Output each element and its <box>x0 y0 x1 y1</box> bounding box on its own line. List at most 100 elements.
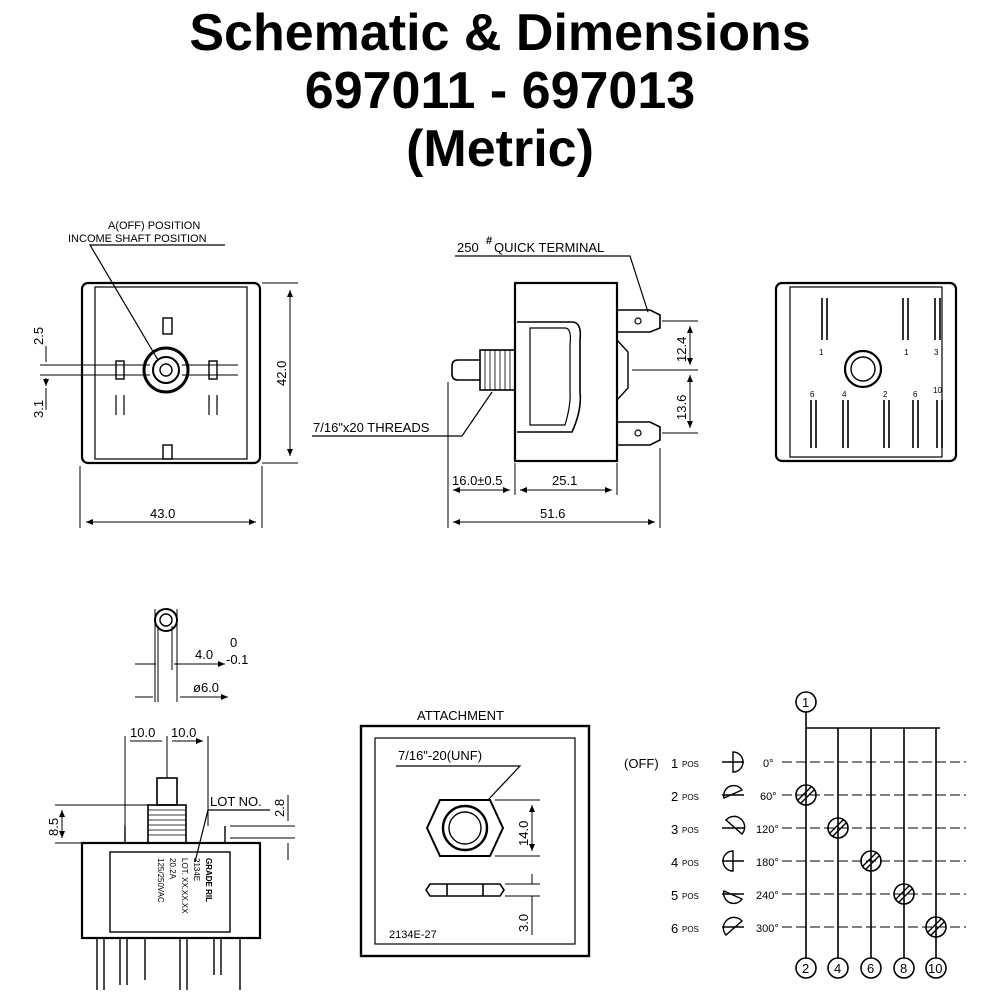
position-1-unit: POS <box>682 760 699 769</box>
lower-side-view: 10.0 10.0 8.5 LOT NO. 2.8 GRADE RIL 2134… <box>46 725 295 990</box>
title-line-1: Schematic & Dimensions <box>189 4 811 62</box>
lower-label-text: GRADE RIL 2134E LOT. XX.XX.XX 20.2A 125/… <box>156 858 213 914</box>
position-3-knob-icon <box>722 815 746 835</box>
front-slot-right <box>208 360 218 380</box>
lower-bushing <box>147 804 187 844</box>
dim-10-ext <box>124 736 209 826</box>
bottom-terminal-10-label: 10 <box>928 961 942 976</box>
contact-pos5 <box>893 883 915 905</box>
position-4-num: 4 <box>671 855 678 870</box>
shaft-detail: 4.0 0 -0.1 ø6.0 <box>135 608 248 702</box>
bottom-terminal-4-label: 4 <box>834 961 841 976</box>
rear-terminals-bottom <box>810 400 943 448</box>
dim-2-8-label: 2.8 <box>272 799 287 817</box>
lower-bushing-threads <box>148 809 186 836</box>
dim-10b-label: 10.0 <box>171 725 196 740</box>
dim-3-1-label: 3.1 <box>31 400 46 418</box>
position-1-angle: 0° <box>763 758 774 770</box>
rear-inner-outline <box>789 286 943 458</box>
lower-top-pins <box>124 826 226 843</box>
position-4-angle: 180° <box>756 857 779 869</box>
schematic-grid-rows <box>782 761 966 928</box>
attachment-nut-outer <box>441 804 489 852</box>
front-shaft-outer <box>142 346 190 394</box>
position-4-unit: POS <box>682 859 699 868</box>
bottom-terminal-2 <box>795 957 817 979</box>
lower-pins <box>96 938 241 990</box>
dim-42-label: 42.0 <box>274 361 289 386</box>
bottom-terminal-8-label: 8 <box>900 961 907 976</box>
position-1-prefix: (OFF) <box>624 756 659 771</box>
dim-2-8-ext <box>230 825 295 839</box>
dim-2-5-label: 2.5 <box>31 327 46 345</box>
terminal-label-sup: # <box>486 235 492 247</box>
attachment-heading: ATTACHMENT <box>417 708 504 723</box>
contact-pos2 <box>795 784 817 806</box>
position-5-num: 5 <box>671 888 678 903</box>
position-6-unit: POS <box>682 925 699 934</box>
side-terminal-bot-hole <box>634 429 642 437</box>
schematic-grid-top <box>805 712 940 729</box>
position-5-angle: 240° <box>756 890 779 902</box>
position-3-num: 3 <box>671 822 678 837</box>
rear-label-bot-3: 2 <box>883 390 888 399</box>
side-inner-body-2 <box>529 327 572 426</box>
front-centerlines <box>40 364 238 376</box>
title-line-3: (Metric) <box>406 120 594 178</box>
side-terminal-top <box>617 309 661 333</box>
switch-schematic: 1 (OFF) 1 POS 0° 2 POS 60° 3 P <box>624 691 966 979</box>
position-2-num: 2 <box>671 789 678 804</box>
bottom-terminal-4 <box>827 957 849 979</box>
side-thread-lines <box>484 350 511 390</box>
attachment-code: 2134E-27 <box>389 929 437 941</box>
rear-label-bot-1: 6 <box>810 390 815 399</box>
dim-3-label: 3.0 <box>516 914 531 932</box>
rear-body-outline <box>774 281 958 463</box>
threads-label: 7/16"x20 THREADS <box>313 420 430 435</box>
contact-pos6-hatch <box>927 918 945 936</box>
dim-4-tol-lower: -0.1 <box>226 652 248 667</box>
position-row-5: 5 POS 240° <box>671 888 779 905</box>
bottom-terminal-2-label: 2 <box>802 961 809 976</box>
page-title: Schematic & Dimensions 697011 - 697013 (… <box>0 4 1000 178</box>
rear-terminals-top <box>821 298 941 340</box>
front-lug-marks <box>115 395 218 415</box>
dim-dia-label: ø6.0 <box>193 680 219 695</box>
rear-label-bot-5: 10 <box>933 386 942 395</box>
side-terminal-bot <box>617 421 661 446</box>
attachment-detail: ATTACHMENT 7/16"-20(UNF) 14.0 3.0 2134E-… <box>359 708 591 958</box>
side-inner-body <box>517 321 582 433</box>
contact-pos4 <box>860 850 882 872</box>
position-2-angle: 60° <box>760 791 777 803</box>
contact-pos5-hatch <box>895 885 913 903</box>
position-row-1: (OFF) 1 POS 0° <box>624 751 774 773</box>
dim-43-label: 43.0 <box>150 506 175 521</box>
attachment-nut-side <box>425 883 505 897</box>
rear-view: 1 1 3 6 4 2 6 10 <box>774 281 958 463</box>
shaft-detail-ext <box>154 609 178 702</box>
position-1-num: 1 <box>671 756 678 771</box>
terminal-label-suffix: QUICK TERMINAL <box>494 240 604 255</box>
contact-pos3-hatch <box>829 819 847 837</box>
position-6-knob-icon <box>722 916 744 936</box>
dim-16-label: 16.0±0.5 <box>452 473 503 488</box>
bottom-terminal-10 <box>925 957 947 979</box>
front-slot-left <box>115 360 125 380</box>
dim-4-tol-upper: 0 <box>230 635 237 650</box>
dim-13-6-label: 13.6 <box>674 395 689 420</box>
lower-shaft <box>156 777 178 806</box>
dim-25-1-label: 25.1 <box>552 473 577 488</box>
position-2-knob-icon <box>722 784 744 799</box>
title-line-2: 697011 - 697013 <box>304 62 696 120</box>
position-4-knob-icon <box>722 850 744 872</box>
side-shaft <box>451 359 480 381</box>
terminal-label-prefix: 250 <box>457 240 479 255</box>
rear-label-top-3: 3 <box>934 348 939 357</box>
attachment-thread-leader <box>396 765 522 801</box>
lower-label-line-5: 125/250VAC <box>156 858 165 903</box>
lower-label-line-3: LOT. XX.XX.XX <box>180 858 189 914</box>
side-terminal-top-hole <box>634 317 642 325</box>
side-threads-leader <box>312 391 493 437</box>
bottom-terminal-6-label: 6 <box>867 961 874 976</box>
